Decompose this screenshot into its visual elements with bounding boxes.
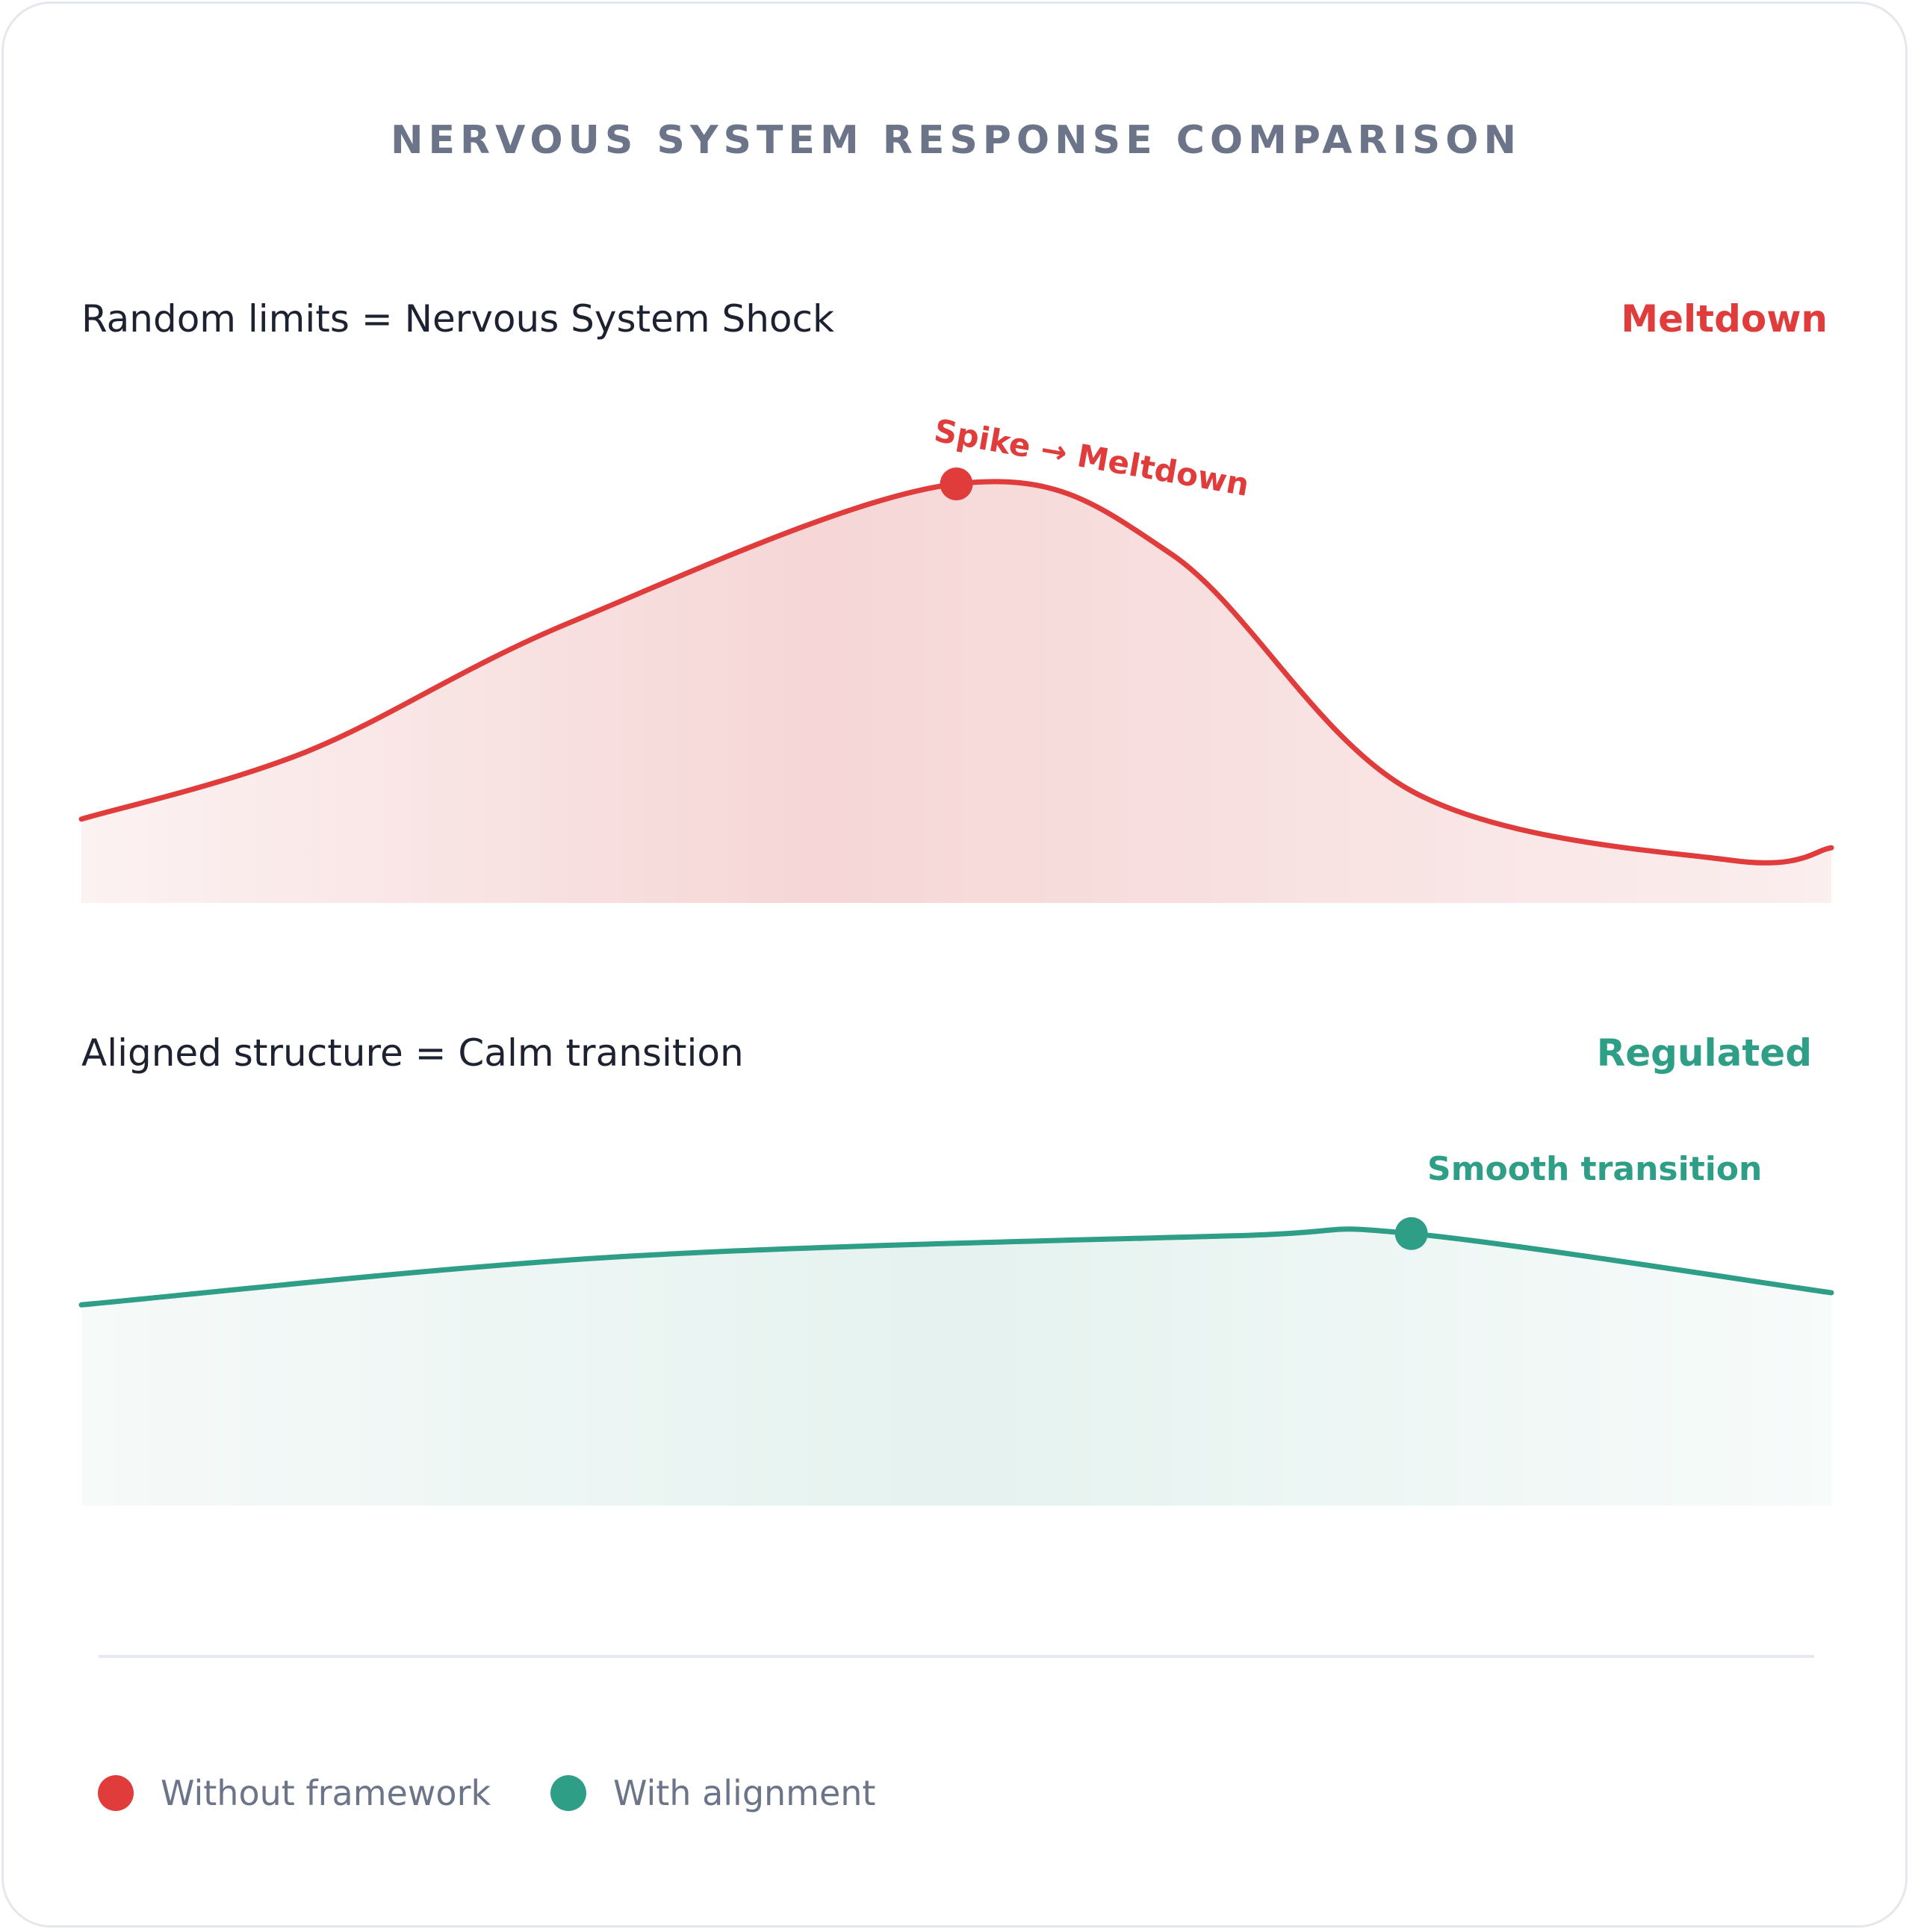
legend-label: With alignment: [613, 1773, 876, 1813]
legend-dot-red-icon: [98, 1775, 134, 1811]
panel-label-calm: Aligned structure = Calm transition: [81, 1031, 744, 1075]
status-regulated: Regulated: [1596, 1031, 1812, 1075]
annotation-point-calm: [1394, 1217, 1428, 1250]
series-line-calm: [78, 1226, 1834, 1308]
status-meltdown: Meltdown: [1621, 297, 1828, 341]
chart-title: NERVOUS SYSTEM RESPONSE COMPARISON: [391, 118, 1521, 163]
legend-item-with-alignment: With alignment: [550, 1773, 875, 1813]
annotation-point-shock: [940, 468, 973, 500]
legend-dot-green-icon: [550, 1775, 586, 1811]
area-fill-shock: [81, 481, 1831, 903]
legend-divider: [99, 1655, 1814, 1658]
legend-label: Without framework: [161, 1773, 491, 1813]
annotation-smooth: Smooth transition: [1427, 1150, 1762, 1188]
panel-label-shock: Random limits = Nervous System Shock: [81, 297, 834, 341]
series-line-shock: [78, 479, 1834, 866]
legend-item-without-framework: Without framework: [98, 1773, 491, 1813]
area-fill-calm: [81, 1229, 1831, 1506]
